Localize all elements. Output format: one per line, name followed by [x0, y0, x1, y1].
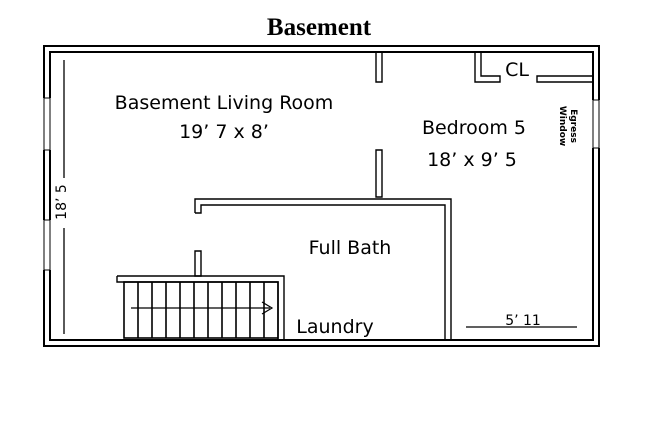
egress-window-label: Egress Window — [557, 106, 578, 146]
exterior-wall-outer — [43, 45, 600, 347]
living-room-name: Basement Living Room — [115, 92, 334, 114]
stair-direction-arrow — [131, 301, 274, 315]
bottom-right-dimension: 5’ 11 — [505, 313, 541, 329]
egress-window — [592, 99, 600, 149]
bath-name: Full Bath — [309, 237, 392, 259]
staircase — [123, 281, 279, 339]
stair-wall-stub — [194, 250, 202, 277]
egress-label-line1: Egress — [568, 109, 578, 143]
partition-wall-lower — [375, 149, 383, 198]
partition-wall-upper — [375, 52, 383, 83]
plan-title: Basement — [267, 14, 372, 41]
bath-wall — [194, 198, 452, 340]
closet-label: CL — [505, 59, 529, 81]
stair-outline — [123, 281, 279, 339]
egress-label-line2: Window — [557, 106, 567, 146]
left-wall-dimension: 18’ 5 — [54, 184, 70, 220]
closet-wall-left — [474, 52, 501, 83]
bedroom-name: Bedroom 5 — [422, 117, 526, 139]
laundry-name: Laundry — [296, 316, 373, 338]
exterior-wall-inner — [49, 51, 594, 341]
closet-wall-bottom — [536, 75, 594, 83]
left-window-lower — [43, 219, 51, 271]
living-room-size: 19’ 7 x 8’ — [179, 121, 269, 143]
left-window-upper — [43, 97, 51, 151]
bedroom-size: 18’ x 9’ 5 — [427, 149, 517, 171]
